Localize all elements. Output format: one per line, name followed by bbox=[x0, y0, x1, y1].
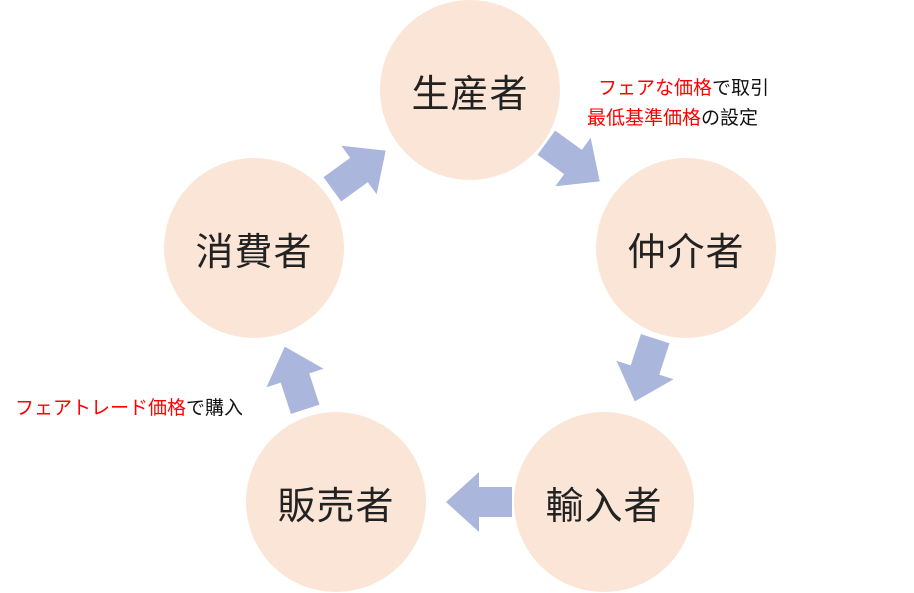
arrow-consumer-to-producer-icon bbox=[315, 126, 404, 213]
annotation-fair-trade-purchase: フェアトレード価格で購入 bbox=[15, 394, 243, 423]
annotation-text: で購入 bbox=[186, 397, 244, 419]
arrow-seller-to-consumer-icon bbox=[256, 337, 333, 418]
node-consumer: 消費者 bbox=[164, 158, 344, 338]
annotation-minimum-price: 最低基準価格の設定 bbox=[587, 104, 758, 133]
annotation-highlight: フェアな価格 bbox=[598, 77, 713, 99]
arrow-producer-to-intermediary-icon bbox=[529, 118, 618, 205]
node-intermediary: 仲介者 bbox=[596, 158, 776, 338]
annotation-highlight: フェアトレード価格 bbox=[15, 397, 187, 419]
annotation-text: の設定 bbox=[701, 107, 759, 129]
annotation-highlight: 最低基準価格 bbox=[587, 107, 702, 129]
arrow-importer-to-seller-icon bbox=[446, 472, 512, 532]
annotation-text: で取引 bbox=[712, 77, 770, 99]
node-seller: 販売者 bbox=[246, 412, 426, 592]
arrow-intermediary-to-importer-icon bbox=[606, 329, 683, 410]
node-importer: 輸入者 bbox=[514, 412, 694, 592]
annotation-fair-price-deal: フェアな価格で取引 bbox=[598, 74, 769, 103]
node-producer: 生産者 bbox=[380, 0, 560, 180]
